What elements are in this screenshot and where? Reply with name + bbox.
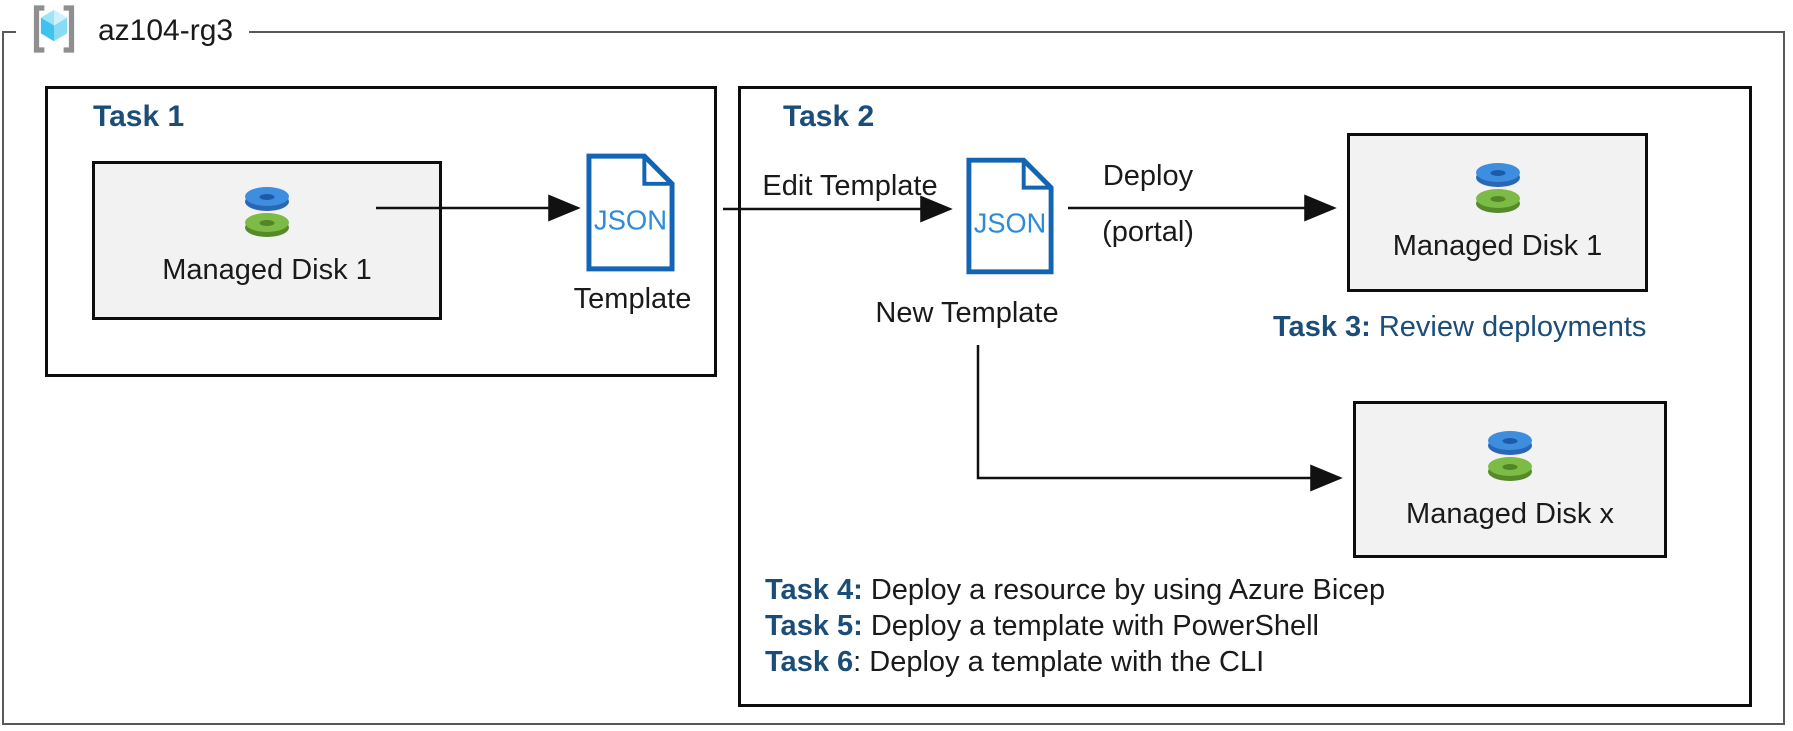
task6-line: Task 6: Deploy a template with the CLI: [765, 646, 1265, 678]
task4-line: Task 4: Deploy a resource by using Azure…: [765, 574, 1386, 606]
template-label: Template: [573, 283, 692, 315]
deploy-label: Deploy: [1102, 160, 1194, 192]
task3-label: Task 3:: [1273, 311, 1371, 343]
json-doc-text: JSON: [594, 204, 667, 235]
task2-title: Task 2: [783, 100, 875, 133]
json-doc-text: JSON: [974, 208, 1046, 239]
managed-disk-1-deployed-label: Managed Disk 1: [1392, 230, 1603, 262]
resource-group-frame: [2, 31, 1785, 725]
json-new-template-icon: JSON: [965, 156, 1055, 281]
resource-group-icon: [26, 1, 82, 62]
json-template-icon: JSON: [585, 152, 676, 278]
deploy-portal-label: (portal): [1102, 216, 1194, 248]
managed-disk-icon: [1482, 430, 1538, 487]
task1-title: Task 1: [93, 100, 185, 133]
managed-disk-icon: [239, 186, 295, 243]
managed-disk-1-deployed-box: Managed Disk 1: [1347, 133, 1648, 292]
managed-disk-1-label: Managed Disk 1: [162, 254, 372, 286]
managed-disk-icon: [1470, 162, 1526, 219]
managed-disk-1-box: Managed Disk 1: [92, 161, 442, 320]
resource-group-label: az104-rg3: [16, 1, 250, 62]
edit-template-label: Edit Template: [762, 170, 938, 202]
tasks-4-6-list: Task 4: Deploy a resource by using Azure…: [765, 572, 1385, 680]
task5-line: Task 5: Deploy a template with PowerShel…: [765, 610, 1319, 642]
resource-group-name: az104-rg3: [98, 14, 234, 47]
new-template-label: New Template: [875, 297, 1059, 329]
task3-line: Task 3: Review deployments: [1273, 311, 1646, 344]
managed-disk-x-label: Managed Disk x: [1406, 498, 1614, 530]
task3-text: Review deployments: [1370, 311, 1647, 343]
managed-disk-x-box: Managed Disk x: [1353, 401, 1667, 558]
